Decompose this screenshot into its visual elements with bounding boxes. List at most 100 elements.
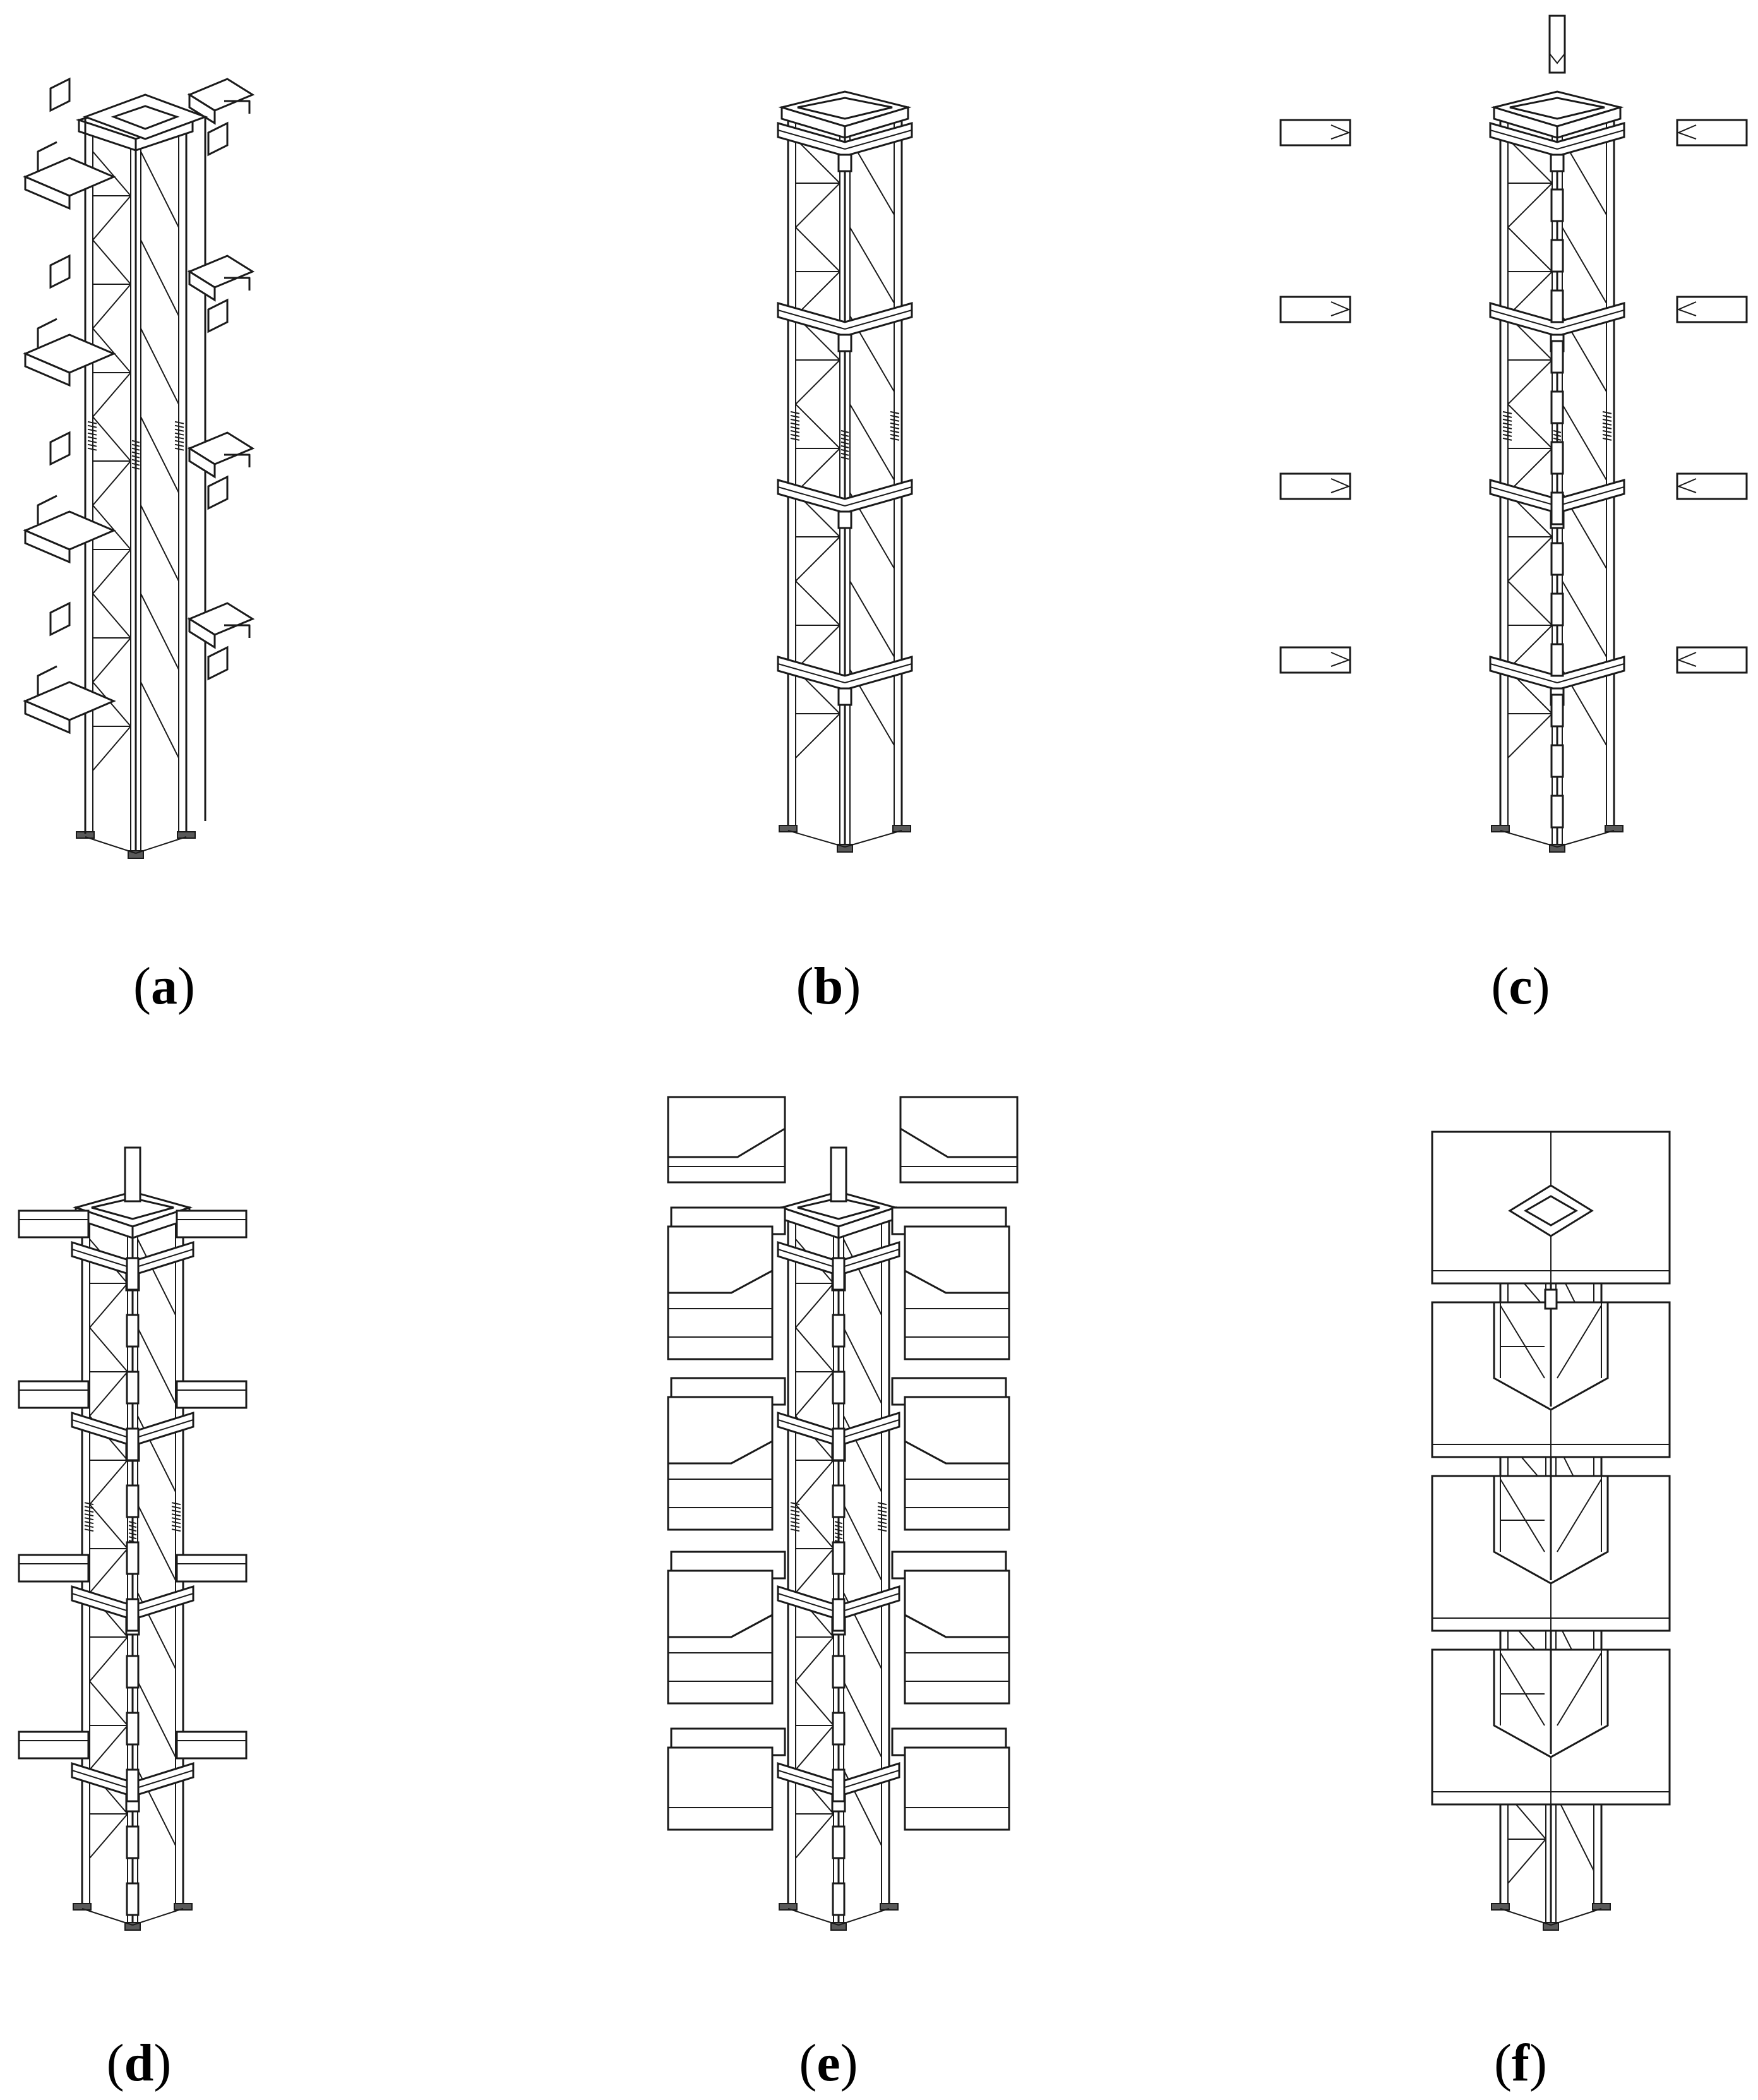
splice-spring-right xyxy=(890,429,900,433)
lacing-left xyxy=(795,404,840,449)
slab-level xyxy=(1431,1475,1671,1632)
ring-collar-line xyxy=(1490,129,1558,150)
lacing-left xyxy=(89,1813,128,1859)
splice-spring-right xyxy=(171,1528,181,1532)
connector-block xyxy=(1550,491,1564,525)
slab-right-chamfer xyxy=(904,1614,1009,1638)
splice-spring-left xyxy=(87,447,97,451)
connector-block xyxy=(126,1825,140,1859)
caption-e: (e) xyxy=(799,2034,858,2092)
bracket-left-flange xyxy=(37,495,57,524)
base-edge-left xyxy=(1500,830,1558,848)
ring-collar-line xyxy=(71,1593,133,1613)
splice-spring-left xyxy=(790,1502,800,1506)
lacing-left xyxy=(1507,536,1553,582)
lacing-right xyxy=(137,1239,176,1316)
splice-spring-left xyxy=(1502,429,1512,433)
splice-spring-right xyxy=(1602,418,1612,422)
connector-block xyxy=(832,1541,846,1575)
opening-lacing xyxy=(1500,1479,1545,1552)
loose-plate-left xyxy=(49,77,71,112)
splice-spring-right xyxy=(890,422,900,426)
ring-collar-line xyxy=(1490,663,1558,683)
splice-spring-front xyxy=(131,447,140,451)
lacing-left xyxy=(1507,183,1553,228)
top-spike xyxy=(1548,15,1566,74)
ring-collar-line xyxy=(132,1770,194,1790)
bracket-right-side xyxy=(188,93,216,125)
lacing-right xyxy=(849,404,895,481)
splice-spring-right xyxy=(877,1502,887,1506)
splice-spring-front xyxy=(128,1528,137,1532)
truss-column xyxy=(75,103,196,859)
beam-right xyxy=(176,1380,248,1409)
connector-block xyxy=(832,1314,846,1348)
splice-spring-front xyxy=(128,1525,137,1528)
base-plate-right xyxy=(1605,825,1623,832)
connector-block xyxy=(1550,441,1564,475)
bracket-right xyxy=(187,602,255,649)
lacing-right xyxy=(140,239,179,316)
lacing-left xyxy=(1507,138,1553,184)
column-cap-opening xyxy=(91,1197,174,1220)
connector-block xyxy=(832,1371,846,1405)
lacing-left xyxy=(795,183,840,228)
splice-spring-left xyxy=(84,1525,94,1528)
connector-block xyxy=(126,1427,140,1461)
splice-spring-front xyxy=(840,433,849,437)
lacing-right xyxy=(1562,580,1607,657)
ring-collar-line xyxy=(777,1593,839,1613)
loose-plate-right xyxy=(207,298,229,333)
splice-spring-left xyxy=(1502,411,1512,414)
tab-left xyxy=(1279,296,1351,323)
splice-spring-right xyxy=(1602,414,1612,418)
splice-spring-right xyxy=(890,418,900,422)
lacing-left xyxy=(92,151,131,196)
lacing-left xyxy=(89,1460,128,1505)
ring-collar-line xyxy=(777,1419,839,1439)
connector-block xyxy=(832,1427,846,1461)
lacing-right xyxy=(137,1327,176,1404)
ring-collar-line xyxy=(1557,309,1625,330)
lacing-left xyxy=(89,1283,128,1328)
connector-block xyxy=(1550,643,1564,677)
connector-block xyxy=(832,1768,846,1803)
splice-spring-left xyxy=(1502,426,1512,429)
splice-spring-right xyxy=(877,1513,887,1517)
panel-f: (f) xyxy=(1172,1050,1758,2099)
opening-lacing xyxy=(1557,1479,1602,1552)
splice-spring-left xyxy=(87,436,97,440)
base-plate-right xyxy=(892,825,911,832)
ring-collar xyxy=(1489,122,1625,172)
splice-spring-front xyxy=(840,445,849,448)
tab-right-notch xyxy=(1677,301,1697,316)
lacing-right xyxy=(140,151,179,228)
lacing-right xyxy=(849,227,895,304)
base-edge-left xyxy=(787,830,846,848)
splice-spring-front xyxy=(834,1532,843,1536)
splice-spring-left xyxy=(87,424,97,428)
column-cap-opening xyxy=(1509,97,1605,120)
ring-collar-plate xyxy=(777,656,913,691)
splice-spring-right xyxy=(174,428,184,432)
splice-spring-left xyxy=(87,443,97,447)
bracket-left-side xyxy=(24,352,71,387)
ring-collar-connector xyxy=(837,510,852,529)
bracket-left-flange xyxy=(37,141,57,171)
bracket-left-flange xyxy=(37,318,57,347)
ring-collar xyxy=(777,656,913,706)
slab-level xyxy=(667,1377,1010,1531)
lacing-left xyxy=(1507,1839,1546,1884)
connector-block xyxy=(126,1655,140,1689)
connector-block xyxy=(832,1598,846,1632)
lacing-left xyxy=(795,1283,834,1328)
lacing-right xyxy=(849,580,895,657)
splice-spring-right xyxy=(890,437,900,441)
splice-spring-front xyxy=(840,437,849,441)
lacing-left xyxy=(795,580,840,626)
base-plate-right xyxy=(174,1903,193,1911)
bracket-right-flange xyxy=(224,453,251,467)
lacing-right xyxy=(140,505,179,582)
splice-spring-left xyxy=(790,426,800,429)
lacing-left xyxy=(795,271,840,316)
